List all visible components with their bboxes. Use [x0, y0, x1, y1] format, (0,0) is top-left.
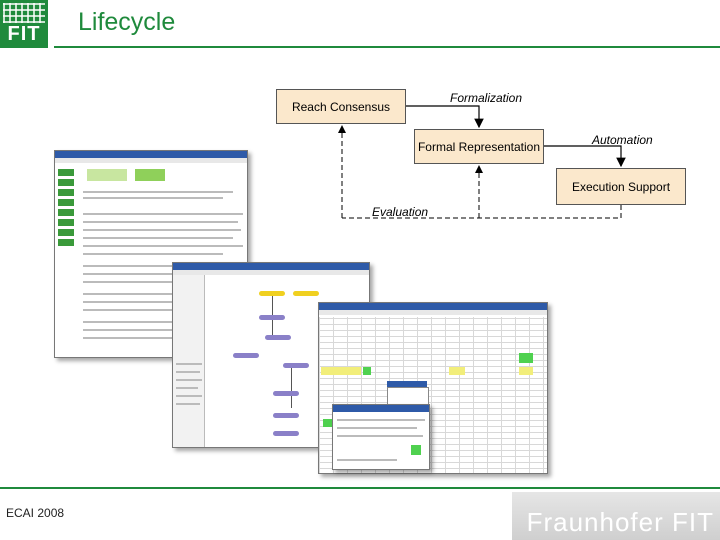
formalization-label: Formalization	[450, 91, 523, 105]
fraunhofer-brand-banner: Fraunhofer FIT	[512, 492, 720, 540]
process-table-screenshot-thumbnail	[318, 302, 548, 474]
page-title: Lifecycle	[78, 8, 176, 36]
header-rule	[54, 46, 720, 48]
reach-consensus-box: Reach Consensus	[276, 89, 406, 124]
reach-consensus-label: Reach Consensus	[291, 99, 391, 114]
dialog-screenshot-thumbnail	[332, 404, 430, 470]
formalization-arrow	[406, 105, 484, 129]
conference-label: ECAI 2008	[6, 506, 65, 520]
evaluation-label: Evaluation	[372, 205, 429, 219]
logo-text: FIT	[7, 23, 41, 45]
formal-representation-label: Formal Representation	[417, 139, 541, 154]
automation-arrow	[544, 145, 626, 168]
brand-text: Fraunhofer FIT	[526, 507, 714, 537]
execution-support-box: Execution Support	[556, 168, 686, 205]
automation-label: Automation	[592, 133, 653, 147]
footer-rule	[0, 487, 720, 489]
logo-grid-pattern	[3, 3, 45, 23]
execution-support-label: Execution Support	[571, 179, 671, 194]
evaluation-loop-to-execution	[342, 205, 622, 219]
formal-representation-box: Formal Representation	[414, 129, 544, 164]
fit-logo: FIT	[0, 0, 48, 48]
